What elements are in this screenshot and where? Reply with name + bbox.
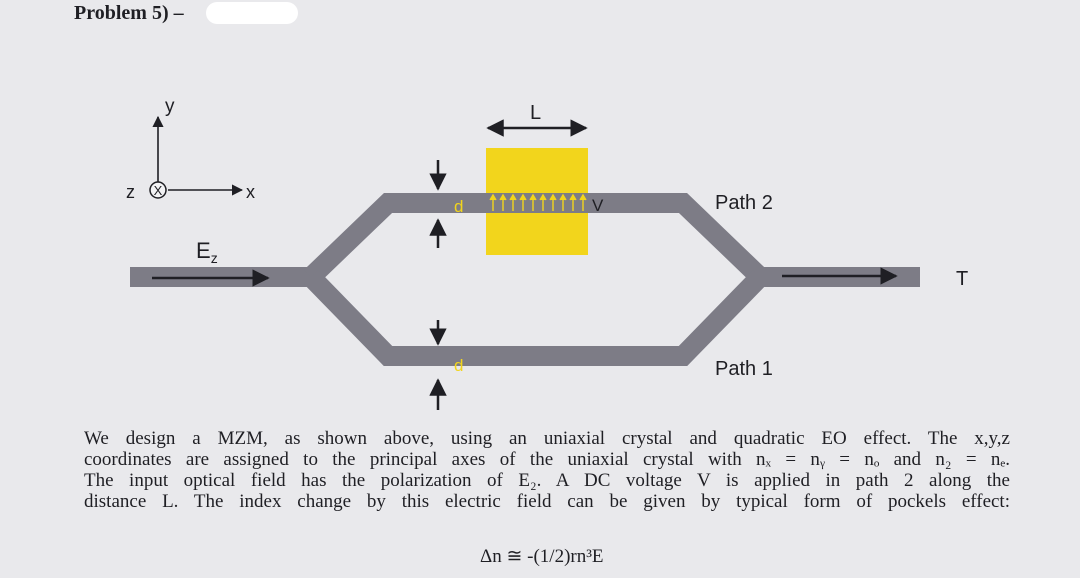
voltage-label: V xyxy=(592,196,604,215)
path1-label: Path 1 xyxy=(715,358,773,380)
problem-heading: Problem 5) – xyxy=(74,2,184,24)
problem-line-2: coordinates are assigned to the principa… xyxy=(84,449,1010,470)
lower-arm-waveguide xyxy=(303,270,768,366)
equation: Δn ≅ -(1/2)rn³E xyxy=(480,546,604,567)
y-axis-label: y xyxy=(165,96,175,117)
length-label: L xyxy=(530,102,541,124)
problem-line-1: We design a MZM, as shown above, using a… xyxy=(84,428,1010,449)
problem-line-4: distance L. The index change by this ele… xyxy=(84,491,1010,512)
z-axis-circle xyxy=(149,181,167,199)
mzm-diagram: X y x z Ez V L d d Path 2 Path xyxy=(126,96,968,410)
field-label: Ez xyxy=(196,238,218,266)
gap-label-bottom: d xyxy=(454,356,463,375)
problem-statement: We design a MZM, as shown above, using a… xyxy=(84,428,1010,512)
gap-label-top: d xyxy=(454,197,463,216)
path2-label: Path 2 xyxy=(715,192,773,214)
field-arrows xyxy=(489,193,587,211)
coordinate-axes: X y x z xyxy=(126,96,255,202)
z-axis-label: z xyxy=(126,182,135,202)
redacted-region xyxy=(206,2,298,24)
z-axis-symbol: X xyxy=(154,183,163,198)
x-axis-label: x xyxy=(246,182,255,202)
problem-line-3: The input optical field has the polariza… xyxy=(84,470,1010,491)
output-label: T xyxy=(956,268,968,290)
